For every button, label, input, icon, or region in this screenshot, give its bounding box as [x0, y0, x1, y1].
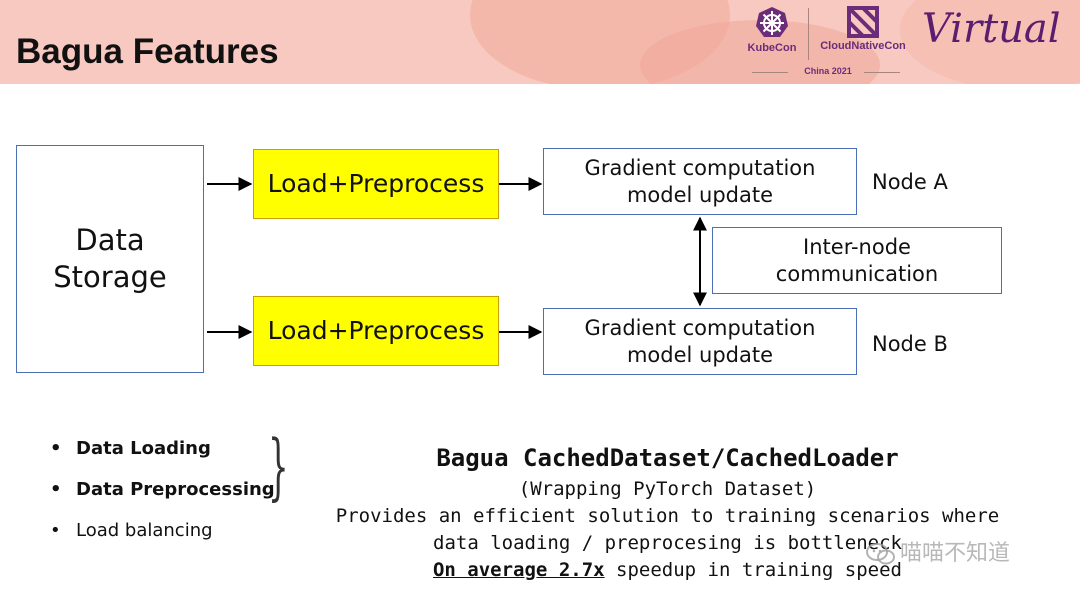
- inter-node-line2: communication: [775, 261, 939, 286]
- description-line-1: Provides an efficient solution to traini…: [335, 505, 1000, 527]
- inter-node-communication-box: Inter-node communication: [712, 227, 1002, 294]
- load-preprocess-box-a: Load+Preprocess: [253, 149, 499, 219]
- load-preprocess-label: Load+Preprocess: [267, 169, 485, 198]
- node-a-label: Node A: [872, 170, 948, 194]
- cached-dataset-heading: Bagua CachedDataset/CachedLoader: [436, 444, 899, 472]
- bullet-text: Data Preprocessing: [76, 479, 275, 500]
- virtual-wordmark: Virtual: [922, 6, 1061, 52]
- gradient-line1: Gradient computation: [584, 155, 816, 180]
- data-storage-line2: Storage: [53, 260, 167, 294]
- bullet-text: Data Loading: [76, 438, 211, 459]
- speedup-rest: speedup in training speed: [604, 559, 902, 581]
- bullet-item: • Data Preprocessing: [48, 479, 275, 520]
- node-b-label: Node B: [872, 332, 948, 356]
- event-rule-left: [752, 72, 788, 73]
- slide-title: Bagua Features: [16, 32, 279, 71]
- gradient-box-node-a: Gradient computation model update: [543, 148, 857, 215]
- header-decoration: [900, 0, 1080, 84]
- bullet-dot-icon: •: [50, 438, 62, 459]
- load-preprocess-box-b: Load+Preprocess: [253, 296, 499, 366]
- gradient-line2: model update: [626, 342, 774, 367]
- data-storage-line1: Data: [75, 222, 145, 257]
- bullet-dot-icon: •: [50, 479, 62, 500]
- data-storage-box: Data Storage: [16, 145, 204, 373]
- wechat-icon: [866, 543, 895, 565]
- gradient-line1: Gradient computation: [584, 315, 816, 340]
- kubecon-label: KubeCon: [747, 42, 797, 54]
- right-brace-icon: }: [268, 424, 289, 508]
- cloudnativecon-logo: CloudNativeCon: [816, 6, 910, 52]
- gradient-line2: model update: [626, 182, 774, 207]
- helm-wheel-icon: [756, 7, 788, 37]
- bullet-text: Load balancing: [76, 520, 213, 541]
- cached-dataset-subheading: (Wrapping PyTorch Dataset): [518, 478, 817, 500]
- description-line-3: On average 2.7x speedup in training spee…: [300, 559, 1035, 581]
- slide-header: Bagua Features KubeCon CloudNativeCon Ch…: [0, 0, 1080, 84]
- event-rule-right: [864, 72, 900, 73]
- bullet-item: • Load balancing: [48, 520, 275, 561]
- event-label: China 2021: [804, 66, 852, 76]
- feature-bullet-list: • Data Loading • Data Preprocessing • Lo…: [48, 438, 275, 561]
- watermark: 喵喵不知道: [866, 535, 1010, 567]
- cncf-icon: [847, 6, 879, 38]
- bullet-item: • Data Loading: [48, 438, 275, 479]
- watermark-text: 喵喵不知道: [900, 541, 1011, 566]
- inter-node-line1: Inter-node: [803, 234, 911, 259]
- speedup-emphasis: On average 2.7x: [432, 559, 605, 581]
- event-tag: China 2021: [752, 66, 902, 78]
- kubecon-logo: KubeCon: [744, 6, 800, 54]
- description-line-2: data loading / preprocesing is bottlenec…: [433, 532, 902, 554]
- logo-divider: [808, 8, 809, 60]
- gradient-box-node-b: Gradient computation model update: [543, 308, 857, 375]
- load-preprocess-label: Load+Preprocess: [267, 316, 485, 345]
- cloudnativecon-label: CloudNativeCon: [820, 40, 906, 52]
- bullet-dot-icon: •: [50, 520, 61, 541]
